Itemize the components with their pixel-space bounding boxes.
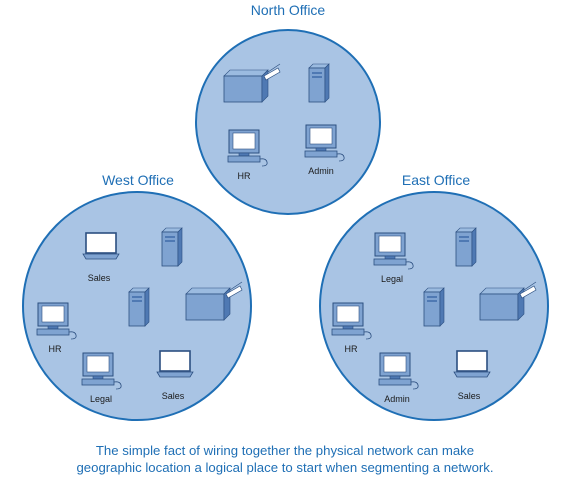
- server-icon: [423, 287, 445, 327]
- device-label-hr: HR: [49, 344, 62, 354]
- laptop-icon: [156, 350, 194, 378]
- server-icon: [308, 63, 330, 103]
- server-icon: [161, 227, 183, 267]
- caption-line-2: geographic location a logical place to s…: [76, 460, 494, 475]
- diagram-caption: The simple fact of wiring together the p…: [0, 442, 570, 476]
- device-label-sales: Sales: [458, 391, 481, 401]
- laptop-icon: [453, 350, 491, 378]
- device-label-hr: HR: [345, 344, 358, 354]
- device-label-hr: HR: [238, 171, 251, 181]
- east-office: Legal HR Admin Sales: [319, 191, 549, 421]
- device-label-sales: Sales: [162, 391, 185, 401]
- laptop-icon: [82, 232, 120, 260]
- north-office: HR Admin: [195, 29, 381, 215]
- server-icon: [128, 287, 150, 327]
- north-office-title: North Office: [250, 2, 326, 18]
- east-office-title: East Office: [401, 172, 471, 188]
- west-office: Sales HR Legal Sales: [22, 191, 252, 421]
- device-label-admin: Admin: [384, 394, 410, 404]
- west-office-title: West Office: [102, 172, 174, 188]
- device-label-legal: Legal: [381, 274, 403, 284]
- device-label-sales: Sales: [88, 273, 111, 283]
- server-icon: [455, 227, 477, 267]
- device-label-legal: Legal: [90, 394, 112, 404]
- device-label-admin: Admin: [308, 166, 334, 176]
- caption-line-1: The simple fact of wiring together the p…: [95, 443, 475, 458]
